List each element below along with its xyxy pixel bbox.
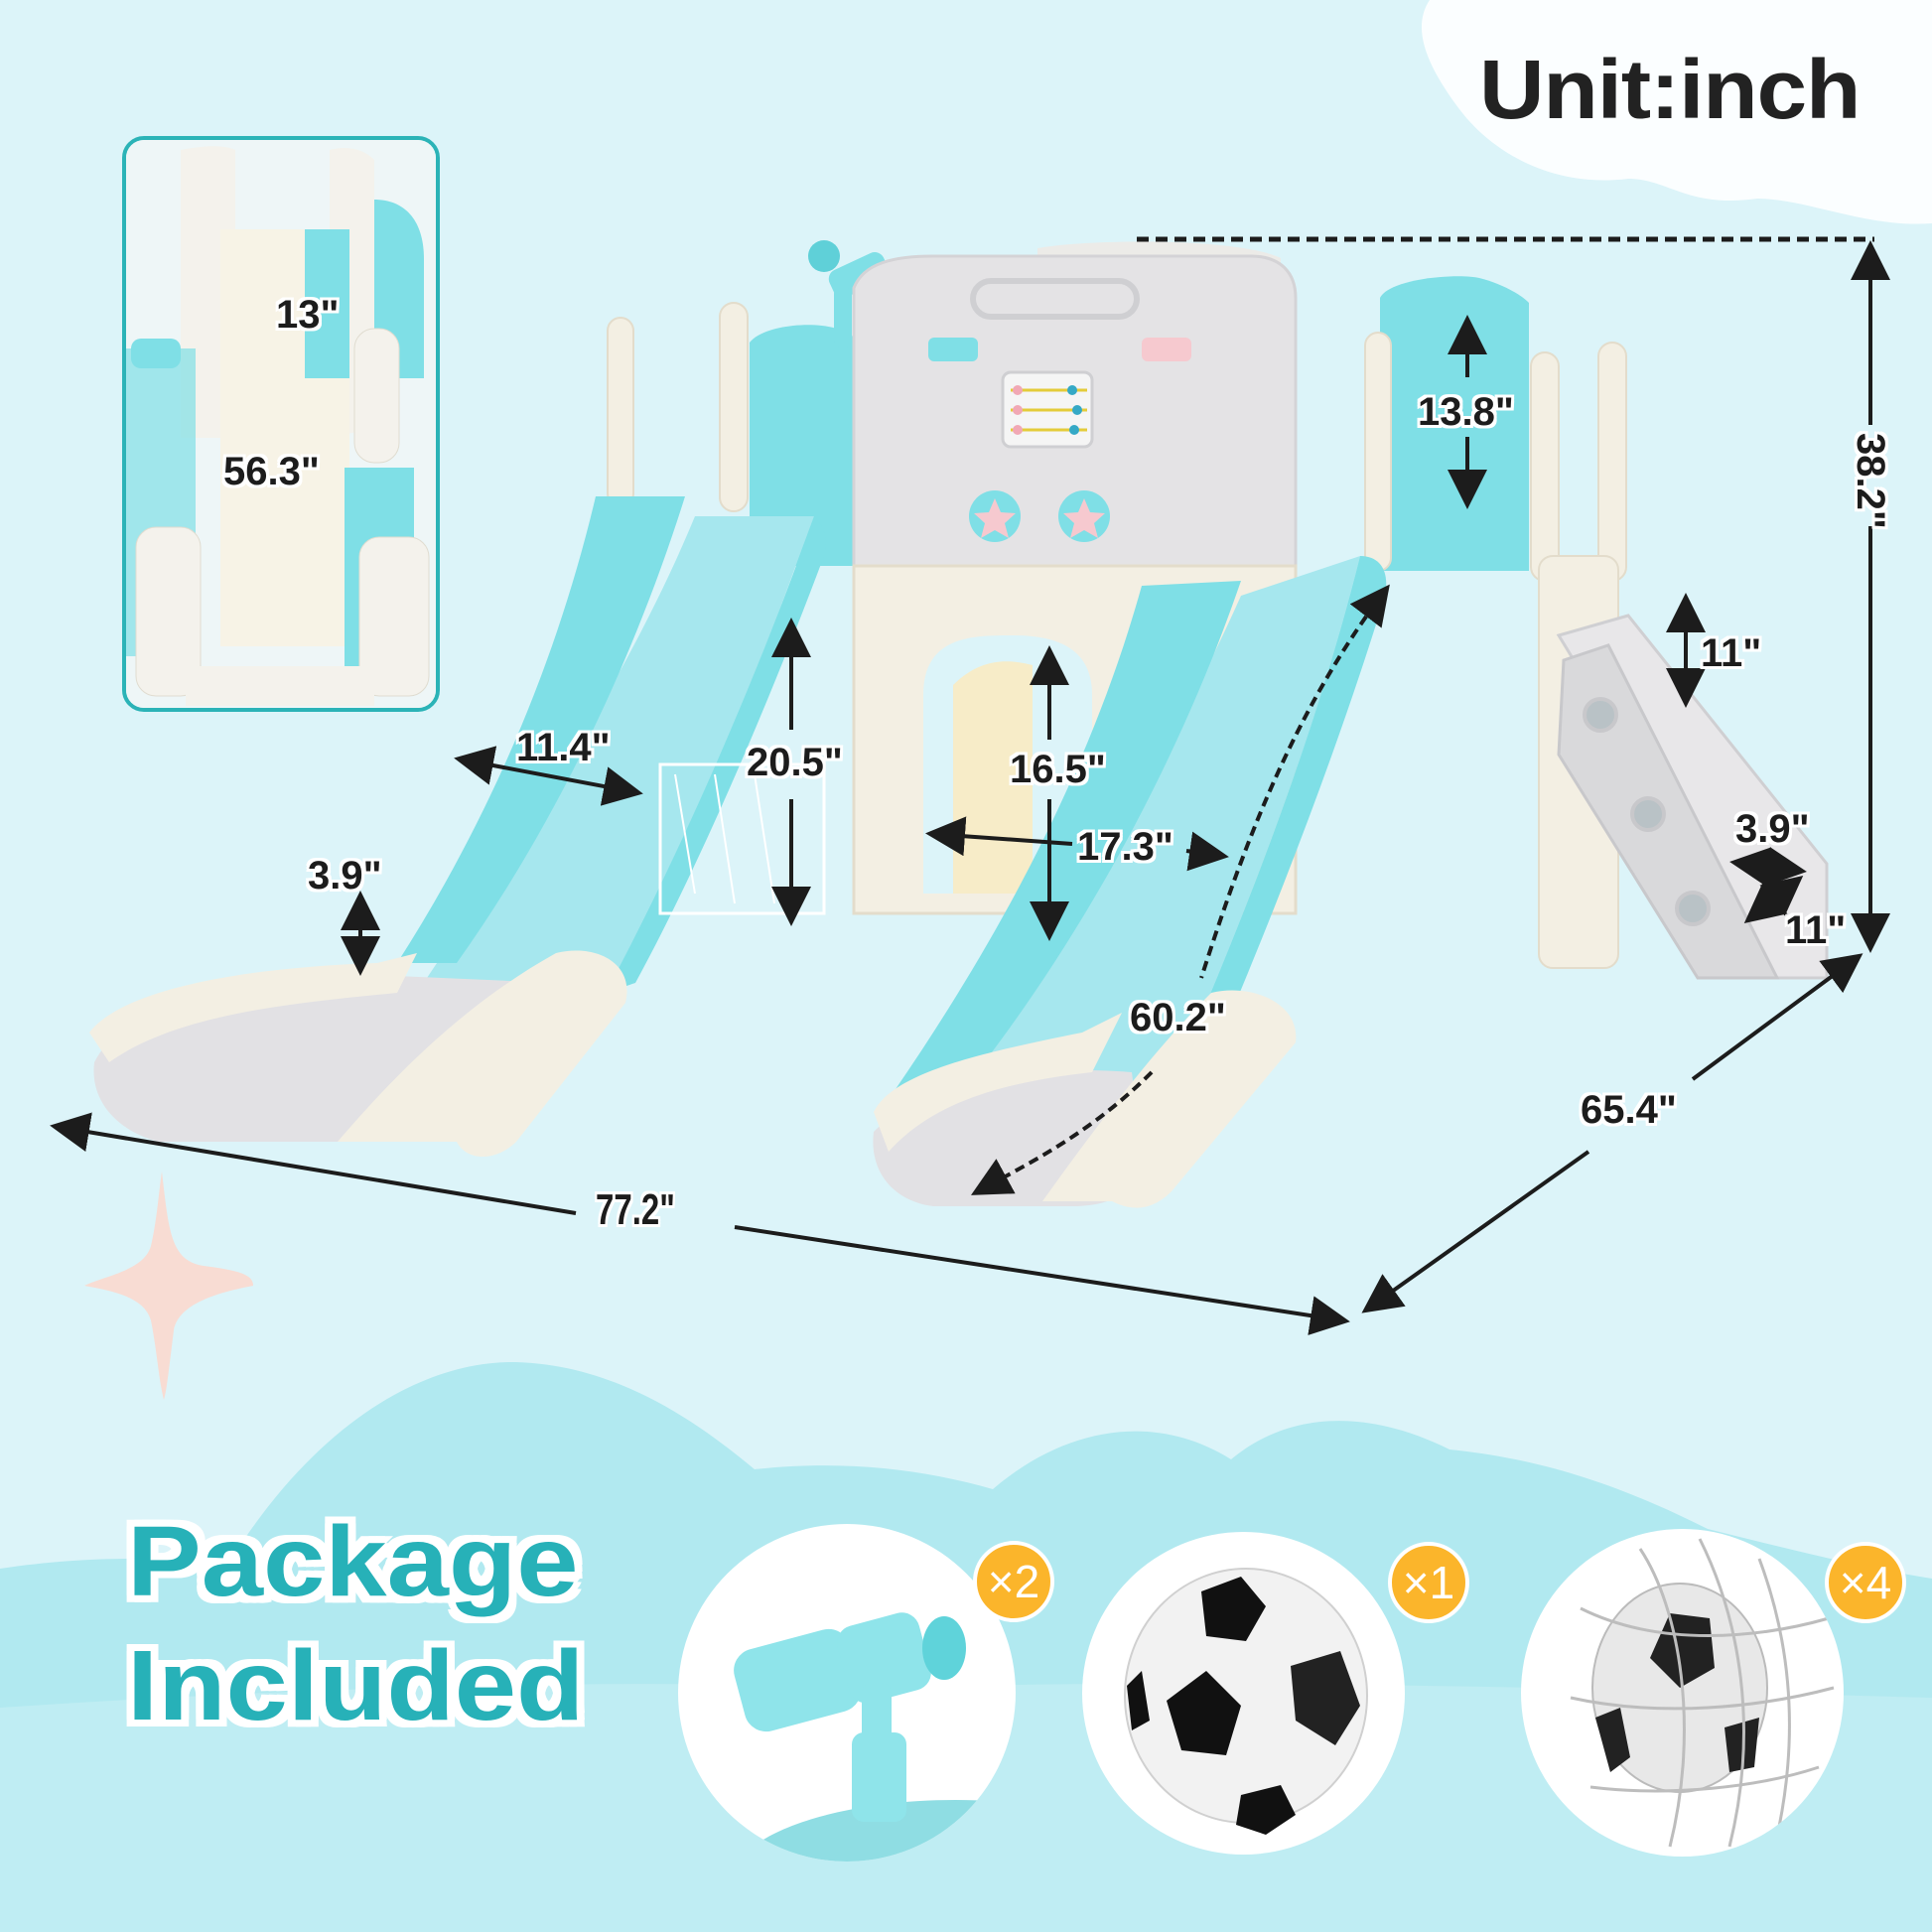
tunnel-height-label: 16.5": [1010, 748, 1106, 791]
slide-side-height-label: 3.9": [308, 854, 382, 897]
platform-height-label: 20.5": [747, 741, 843, 784]
telescope-icon: [734, 1612, 1016, 1862]
overall-width-label: 77.2": [596, 1185, 675, 1234]
overall-depth-label: 65.4": [1581, 1088, 1677, 1132]
package-item-telescope: [678, 1524, 1016, 1862]
quantity-badge-telescope: ×2: [973, 1541, 1054, 1622]
bridge-topview-icon: [126, 140, 436, 708]
overall-height-label: 38.2": [1849, 433, 1892, 529]
sparkle-icon: [84, 1172, 253, 1400]
step-width-label: 11": [1785, 908, 1847, 952]
bridge-detail-inset: [122, 136, 440, 712]
package-item-goal-net: [1521, 1529, 1844, 1857]
unit-label: Unit:inch: [1479, 43, 1861, 136]
package-title-line1: Package: [127, 1506, 579, 1617]
slide-width-label: 11.4": [516, 726, 611, 769]
quantity-badge-soccer-ball: ×1: [1388, 1542, 1469, 1623]
panel-height-label: 13.8": [1418, 390, 1514, 434]
telescope-icon: [808, 240, 890, 347]
inset-width-label: 13": [276, 293, 340, 337]
slide-length-label: 60.2": [1130, 996, 1226, 1039]
step-depth-label: 3.9": [1735, 807, 1810, 851]
tunnel-width-label: 17.3": [1077, 825, 1173, 869]
soccer-ball-icon: [1124, 1568, 1368, 1835]
inset-length-label: 56.3": [223, 450, 320, 493]
package-item-soccer-ball: [1082, 1532, 1405, 1855]
step-height-label: 11": [1701, 631, 1762, 675]
quantity-badge-goal-net: ×4: [1825, 1542, 1906, 1623]
goal-net-icon: [1570, 1538, 1835, 1848]
package-title-line2: Included: [127, 1630, 585, 1741]
